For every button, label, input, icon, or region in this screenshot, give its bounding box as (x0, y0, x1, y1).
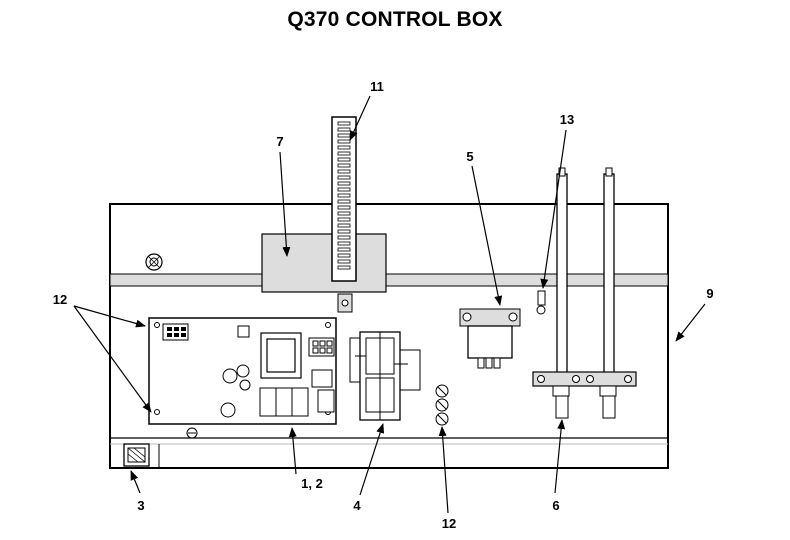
heat-sink-fin (337, 229, 351, 234)
callout-1-2: 1, 2 (301, 476, 323, 491)
callout-5: 5 (466, 149, 473, 164)
heat-sink-fin (337, 211, 351, 216)
heat-sink-fin (337, 259, 351, 264)
callout-4: 4 (353, 498, 361, 513)
heat-sink-fin (337, 205, 351, 210)
heat-sink-fin (337, 151, 351, 156)
sensor-probe (536, 290, 546, 315)
heat-sink (331, 116, 357, 313)
callout-6: 6 (552, 498, 559, 513)
contactor (349, 331, 421, 421)
heat-sink-fin (337, 199, 351, 204)
heat-sink-fin (337, 121, 351, 126)
callout-12-left: 12 (53, 292, 67, 307)
heat-sink-fin (337, 127, 351, 132)
callout-3: 3 (137, 498, 144, 513)
callout-9: 9 (706, 286, 713, 301)
heat-sink-fin (337, 223, 351, 228)
grommet-fitting (145, 253, 163, 271)
heat-sink-fin (337, 235, 351, 240)
leader-lines (73, 95, 706, 514)
mounting-bracket (261, 233, 387, 293)
heat-sink-fin (337, 145, 351, 150)
heat-sink-fin (337, 181, 351, 186)
callout-13: 13 (560, 112, 574, 127)
heat-sink-fins (337, 121, 351, 270)
heat-sink-fin (337, 241, 351, 246)
heat-sink-fin (337, 175, 351, 180)
heat-sink-fin (337, 265, 351, 270)
heat-sink-fin (337, 247, 351, 252)
heat-sink-fin (337, 217, 351, 222)
power-inlet (123, 443, 160, 468)
relay (459, 308, 521, 369)
callout-11: 11 (370, 79, 384, 94)
heat-sink-fin (337, 187, 351, 192)
diagram-title: Q370 CONTROL BOX (287, 8, 503, 31)
heat-sink-fin (337, 193, 351, 198)
heat-sink-fin (337, 163, 351, 168)
terminal-screws (435, 384, 449, 426)
heat-sink-fin (337, 133, 351, 138)
callout-7: 7 (276, 134, 283, 149)
tube-assembly (532, 167, 637, 419)
heat-sink-fin (337, 253, 351, 258)
heat-sink-fin (337, 157, 351, 162)
heat-sink-fin (337, 139, 351, 144)
heat-sink-fin (337, 169, 351, 174)
callout-12-bottom: 12 (442, 516, 456, 531)
control-board (148, 317, 337, 439)
